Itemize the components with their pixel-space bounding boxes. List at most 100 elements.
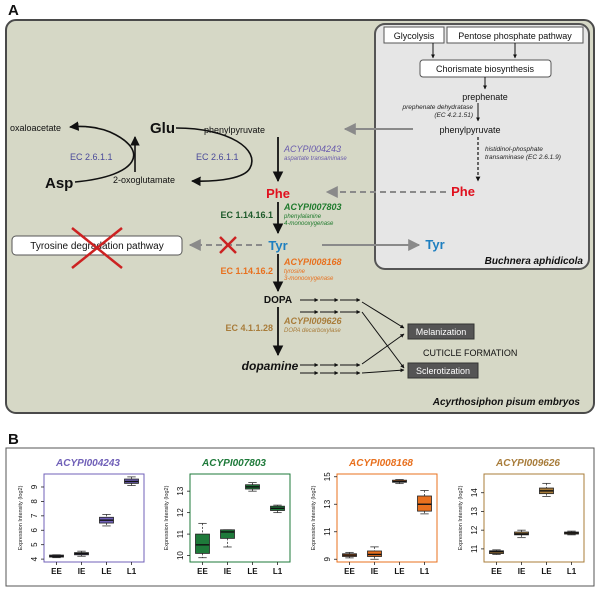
arc-asp-oxaloacetate bbox=[69, 121, 135, 183]
y-tick-label: 10 bbox=[176, 551, 185, 560]
box-LE bbox=[99, 513, 114, 527]
box-iqr bbox=[195, 533, 210, 554]
chart-frame bbox=[483, 473, 585, 563]
box-LE bbox=[392, 479, 407, 485]
y-tick-label: 13 bbox=[176, 486, 185, 495]
histidinol-label-1: histidinol-phosphate bbox=[485, 146, 543, 153]
y-tick-label: 7 bbox=[30, 513, 39, 518]
asp-label: Asp bbox=[45, 175, 73, 192]
buchnera-panel bbox=[374, 23, 590, 270]
x-tick-label: IE bbox=[78, 567, 86, 576]
ec-left-label: EC 2.6.1.1 bbox=[70, 152, 113, 162]
chart-title: ACYPI008168 bbox=[348, 458, 413, 469]
y-tick-label: 15 bbox=[323, 472, 332, 481]
y-tick-label: 12 bbox=[176, 508, 185, 517]
panel-a-letter: A bbox=[8, 2, 19, 19]
gene3-desc-2: 3-monooxygenase bbox=[284, 276, 334, 282]
melanization-box bbox=[407, 323, 475, 340]
prephenate-dehydratase-label: prephenate dehydratase bbox=[402, 104, 474, 111]
y-tick-label: 13 bbox=[470, 506, 479, 515]
buchnera-phe-label: Phe bbox=[451, 184, 475, 199]
panel-b-letter: B bbox=[8, 431, 19, 448]
glu-label: Glu bbox=[150, 120, 175, 137]
y-axis-label: Expression Intensity (log2) bbox=[164, 485, 170, 550]
gene3-label: ACYPI008168 bbox=[283, 257, 342, 267]
x-tick-label: LE bbox=[541, 567, 552, 576]
y-tick-label: 9 bbox=[323, 556, 332, 561]
box-EE bbox=[49, 554, 64, 559]
x-tick-label: L1 bbox=[127, 567, 137, 576]
x-tick-label: IE bbox=[371, 567, 379, 576]
x-tick-label: L1 bbox=[567, 567, 577, 576]
chorismate-label: Chorismate biosynthesis bbox=[436, 64, 535, 74]
cross-mark-large bbox=[71, 227, 123, 269]
x-tick-label: L1 bbox=[273, 567, 283, 576]
chart-title: ACYPI007803 bbox=[201, 458, 266, 469]
x-tick-label: EE bbox=[344, 567, 355, 576]
x-tick-label: LE bbox=[394, 567, 405, 576]
y-tick-label: 11 bbox=[176, 529, 185, 538]
box-EE bbox=[489, 549, 504, 555]
x-tick-label: EE bbox=[51, 567, 62, 576]
glycolysis-box bbox=[383, 26, 445, 44]
dopa-label: DOPA bbox=[264, 295, 292, 306]
box-IE bbox=[220, 529, 235, 548]
y-axis-label: Expression Intensity (log2) bbox=[458, 485, 464, 550]
x-tick-label: LE bbox=[101, 567, 112, 576]
dopa-multistep-arrows bbox=[300, 298, 405, 369]
box-L1 bbox=[564, 530, 579, 536]
x-tick-label: IE bbox=[518, 567, 526, 576]
y-tick-label: 5 bbox=[30, 542, 39, 547]
oxaloacetate-label: oxaloacetate bbox=[10, 123, 61, 133]
chart-title: ACYPI009626 bbox=[495, 458, 560, 469]
y-axis-label: Expression Intensity (log2) bbox=[311, 485, 317, 550]
prephenate-dehydratase-ec: (EC 4.2.1.51) bbox=[434, 112, 473, 119]
tyrosine-degradation-box bbox=[11, 235, 183, 256]
chart-frame bbox=[189, 473, 291, 563]
dopamine-multistep-arrows bbox=[300, 333, 405, 375]
box-IE bbox=[514, 529, 529, 539]
box-IE bbox=[74, 550, 89, 557]
gene4-desc: DOPA decarboxylase bbox=[284, 328, 341, 334]
cross-mark-small bbox=[219, 236, 237, 254]
histidinol-label-2: transaminase (EC 2.6.1.9) bbox=[485, 154, 561, 161]
pentose-label: Pentose phosphate pathway bbox=[458, 31, 572, 41]
gene1-label: ACYPI004243 bbox=[283, 144, 341, 154]
x-tick-label: EE bbox=[491, 567, 502, 576]
chart-frame bbox=[336, 473, 438, 563]
y-tick-label: 4 bbox=[30, 556, 39, 561]
sclerotization-box bbox=[407, 362, 479, 379]
buchnera-title: Buchnera aphidicola bbox=[485, 256, 584, 267]
y-tick-label: 9 bbox=[30, 484, 39, 489]
gene3-desc-1: tyrosine bbox=[284, 269, 306, 275]
box-EE bbox=[342, 551, 357, 559]
y-tick-label: 14 bbox=[470, 488, 479, 497]
box-IE bbox=[367, 546, 382, 560]
buchnera-phenylpyruvate-label: phenylpyruvate bbox=[439, 125, 500, 135]
box-EE bbox=[195, 522, 210, 559]
cuticle-formation-label: CUTICLE FORMATION bbox=[423, 348, 517, 358]
y-axis-label: Expression Intensity (log2) bbox=[18, 485, 24, 550]
melanization-label: Melanization bbox=[416, 327, 467, 337]
host-phenylpyruvate-label: phenylpyruvate bbox=[204, 125, 265, 135]
x-tick-label: IE bbox=[224, 567, 232, 576]
organism-label: Acyrthosiphon pisum embryos bbox=[432, 397, 581, 408]
dopamine-label: dopamine bbox=[242, 359, 299, 373]
arc-glu-oxoglutamate bbox=[175, 127, 253, 187]
box-iqr bbox=[220, 529, 235, 539]
gene2-label: ACYPI007803 bbox=[283, 202, 342, 212]
ec-th-label: EC 1.14.16.2 bbox=[220, 266, 273, 276]
y-tick-label: 8 bbox=[30, 499, 39, 504]
sclerotization-label: Sclerotization bbox=[416, 366, 470, 376]
ec-aat-label: EC 2.6.1.1 bbox=[196, 152, 239, 162]
y-tick-label: 12 bbox=[470, 525, 479, 534]
prephenate-label: prephenate bbox=[462, 92, 508, 102]
box-L1 bbox=[270, 504, 285, 514]
chart-title: ACYPI004243 bbox=[55, 458, 120, 469]
y-tick-label: 13 bbox=[323, 499, 332, 508]
